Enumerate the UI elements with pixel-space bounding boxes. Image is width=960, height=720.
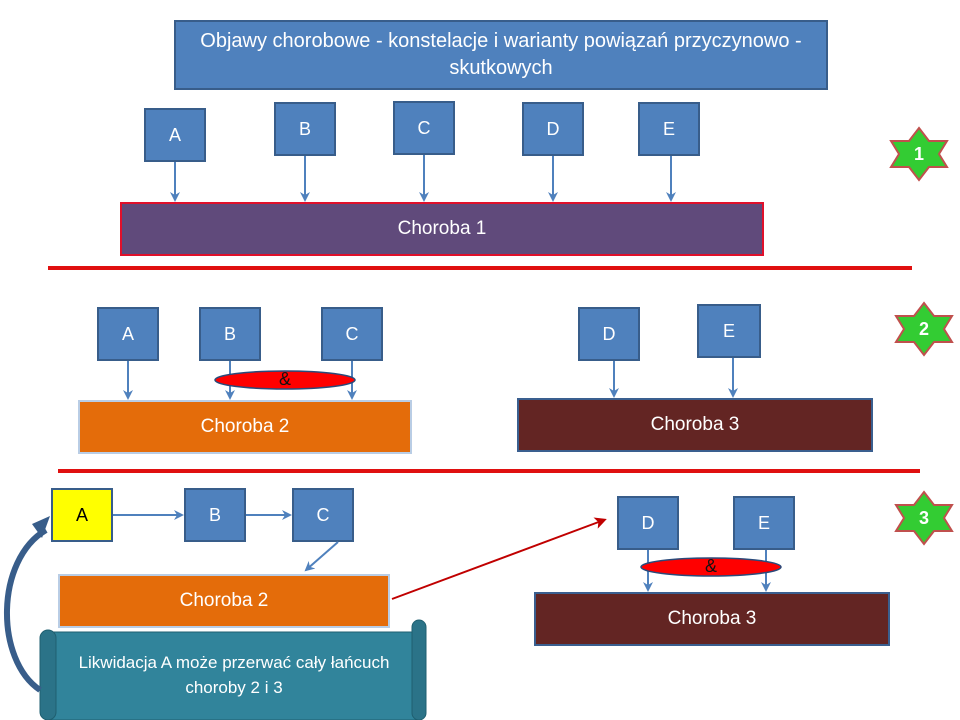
s1-symptom-b-label: B <box>298 118 311 139</box>
diagram-title-text: Objawy chorobowe - konstelacje i wariant… <box>200 30 802 79</box>
curved-arrow-head <box>32 516 50 538</box>
disease-3-box: Choroba 3 <box>517 398 873 452</box>
note-box: Likwidacja A może przerwać cały łańcuch … <box>58 636 410 716</box>
s2-symptom-a-label: A <box>121 323 134 344</box>
badge-star-2 <box>894 301 954 357</box>
s1-symptom-e-label: E <box>662 118 675 139</box>
s1-symptom-c: C <box>393 101 455 155</box>
badge-2-text: 2 <box>919 319 929 339</box>
s3-symptom-e: E <box>733 496 795 550</box>
badge-3-text: 3 <box>919 508 929 528</box>
s2-symptom-e-label: E <box>722 320 735 341</box>
s2-symptom-a: A <box>97 307 159 361</box>
arrow-disease2-to-d <box>391 517 607 600</box>
disease-3-label: Choroba 3 <box>650 414 740 435</box>
s1-symptom-b: B <box>274 102 336 156</box>
badge-star-3 <box>894 490 954 546</box>
s3-symptom-d: D <box>617 496 679 550</box>
s1-symptom-e: E <box>638 102 700 156</box>
note-scroll-shape <box>39 619 427 720</box>
s3-symptom-d-label: D <box>641 512 655 533</box>
s1-symptom-a: A <box>144 108 206 162</box>
s3-symptom-a-label: A <box>75 504 88 525</box>
s2-symptom-b: B <box>199 307 261 361</box>
s2-symptom-d: D <box>578 307 640 361</box>
and-ellipse-s3 <box>640 557 782 577</box>
and-label-s3: & <box>704 556 717 576</box>
s1-symptom-c-label: C <box>417 117 431 138</box>
curved-arrow-note-to-a <box>4 527 48 693</box>
s1-symptom-d-label: D <box>546 118 560 139</box>
disease-1-label: Choroba 1 <box>397 218 487 239</box>
s3-disease-2-box: Choroba 2 <box>58 574 390 628</box>
s3-symptom-c: C <box>292 488 354 542</box>
s3-disease-3-label: Choroba 3 <box>667 608 757 629</box>
arrow-s3-c-disease <box>304 541 339 572</box>
s2-symptom-b-label: B <box>223 323 236 344</box>
s1-symptom-d: D <box>522 102 584 156</box>
s3-symptom-b: B <box>184 488 246 542</box>
s3-disease-3-box: Choroba 3 <box>534 592 890 646</box>
s3-symptom-a-highlighted: A <box>51 488 113 542</box>
disease-2-box: Choroba 2 <box>78 400 412 454</box>
and-ellipse-s2 <box>214 370 356 390</box>
diagram-title: Objawy chorobowe - konstelacje i wariant… <box>174 20 828 90</box>
s2-symptom-e: E <box>697 304 761 358</box>
s3-disease-2-label: Choroba 2 <box>179 590 269 611</box>
s2-symptom-d-label: D <box>602 323 616 344</box>
disease-1-box: Choroba 1 <box>120 202 764 256</box>
s3-symptom-c-label: C <box>316 504 330 525</box>
s2-symptom-c: C <box>321 307 383 361</box>
s3-symptom-e-label: E <box>757 512 770 533</box>
note-text: Likwidacja A może przerwać cały łańcuch … <box>78 653 390 697</box>
divider-1 <box>48 266 912 270</box>
disease-2-label: Choroba 2 <box>200 416 290 437</box>
badge-star-1 <box>889 126 949 182</box>
s3-symptom-b-label: B <box>208 504 221 525</box>
badge-1-text: 1 <box>914 144 924 164</box>
divider-2 <box>58 469 920 473</box>
s2-symptom-c-label: C <box>345 323 359 344</box>
and-label-s2: & <box>278 369 291 389</box>
s1-symptom-a-label: A <box>168 124 181 145</box>
